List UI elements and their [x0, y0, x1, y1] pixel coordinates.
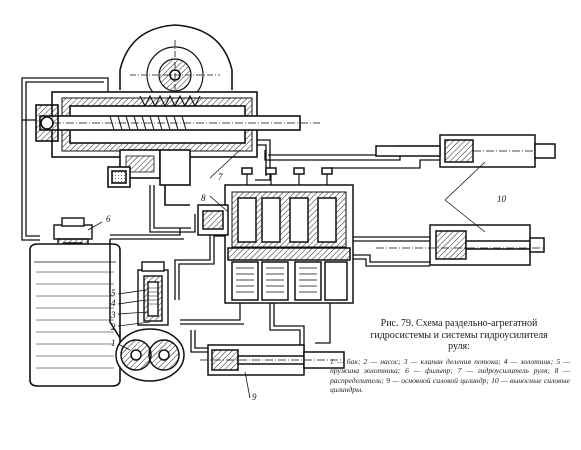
leader-lines — [87, 149, 486, 399]
figure-caption: Рис. 79. Схема раздельно-агрегатной гидр… — [348, 318, 570, 353]
remote-cylinders — [375, 134, 556, 266]
callout-5: 5 — [111, 288, 116, 298]
caption-line-1: Рис. 79. Схема раздельно-агрегатной — [380, 318, 538, 329]
callout-labels: 7 8 6 5 4 3 2 1 10 9 — [106, 172, 507, 402]
caption-line-3: руля: — [448, 341, 470, 352]
tank — [29, 243, 121, 387]
callout-3: 3 — [110, 310, 116, 320]
flow-divider-valve — [137, 261, 169, 326]
callout-2: 2 — [111, 322, 116, 332]
callout-8: 8 — [201, 193, 206, 203]
callout-10: 10 — [497, 194, 507, 204]
callout-6: 6 — [106, 214, 111, 224]
callout-9: 9 — [252, 392, 257, 402]
callout-7: 7 — [218, 172, 223, 182]
main-cylinder — [200, 344, 345, 376]
callout-1: 1 — [111, 338, 116, 348]
callout-4: 4 — [111, 298, 116, 308]
steering-booster — [35, 24, 320, 206]
pump — [109, 239, 185, 382]
figure-legend: 1 — бак; 2 — насос; 3 — клапан деления п… — [330, 357, 570, 395]
caption-line-2: гидросистемы и системы гидроусилителя — [370, 329, 548, 341]
distributor — [197, 167, 354, 304]
hydraulic-lines — [21, 77, 440, 353]
